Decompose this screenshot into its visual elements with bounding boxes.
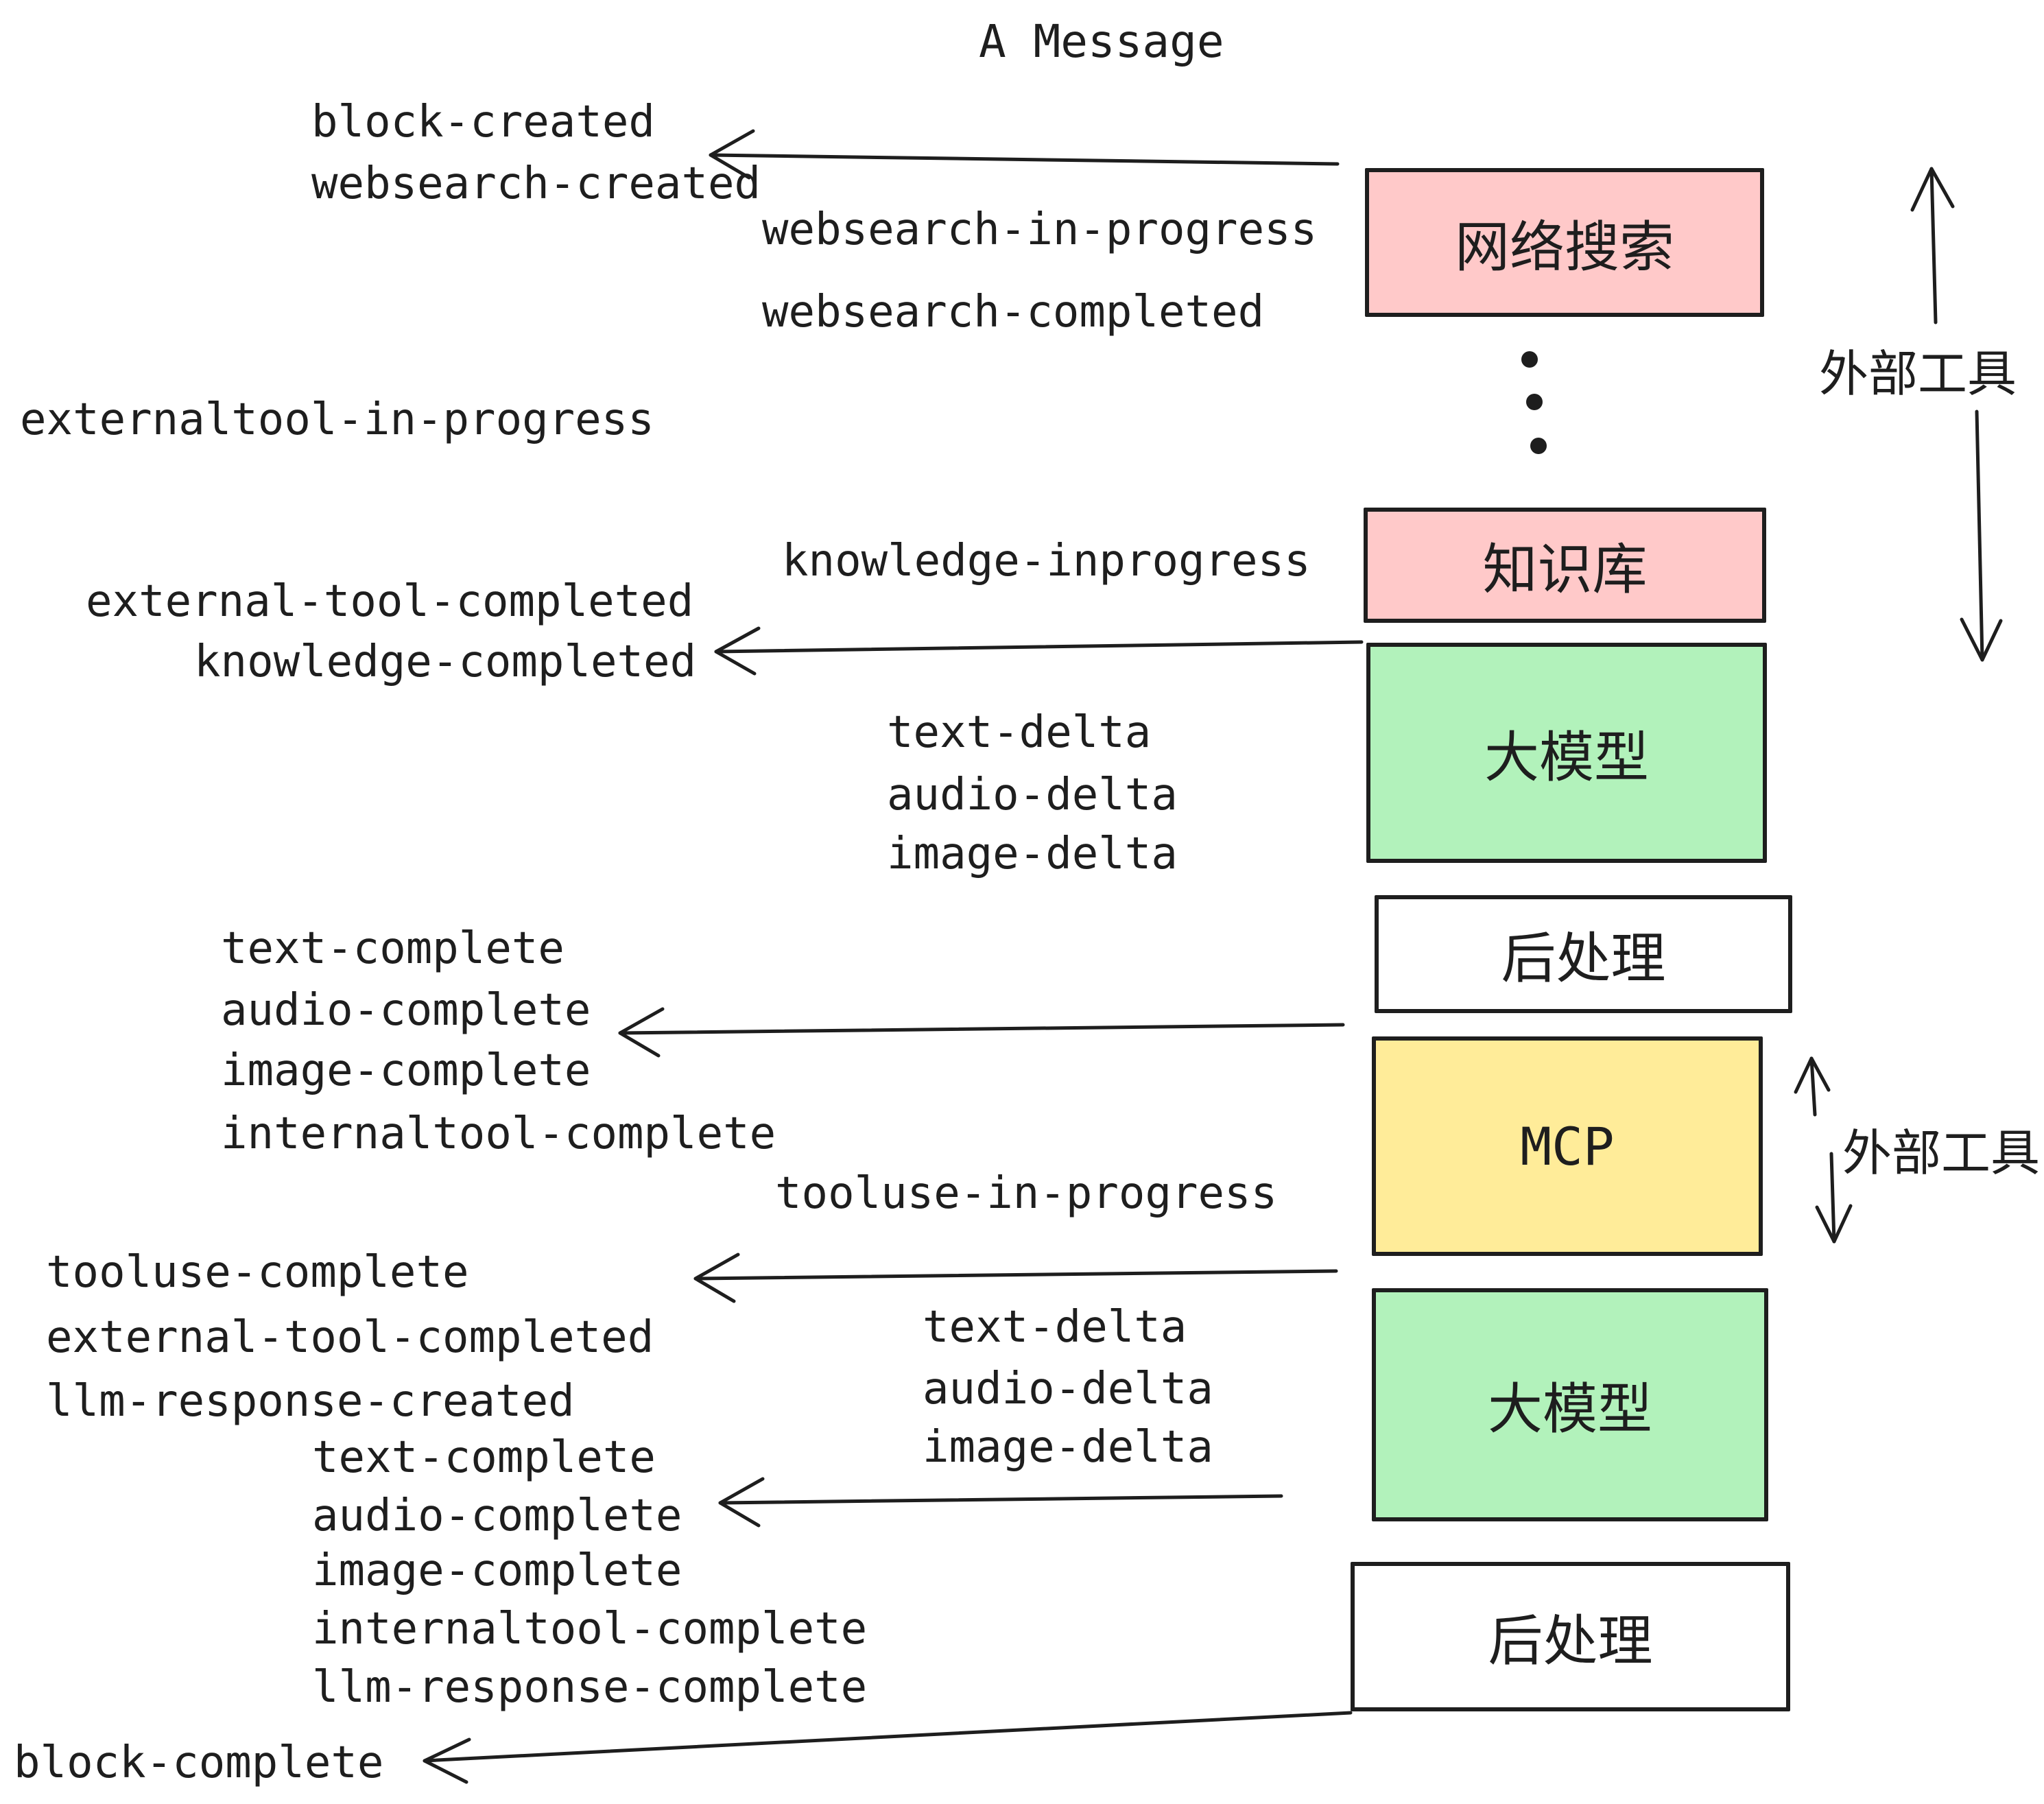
node-postprocess-2-label: 后处理 [1488,1609,1653,1673]
node-llm-2-label: 大模型 [1488,1377,1652,1441]
event-audio-delta-2: audio-delta [923,1364,1213,1414]
diagram-title: A Message [979,15,1224,68]
event-block-complete: block-complete [14,1737,384,1788]
node-llm-2: 大模型 [1372,1288,1768,1521]
node-mcp-label: MCP [1520,1115,1615,1177]
external-tools-top-down-arrow-icon [1960,410,2003,662]
node-knowledge-base-label: 知识库 [1482,538,1648,602]
node-mcp: MCP [1372,1036,1763,1256]
arrow-image-complete-icon [618,1007,1345,1058]
external-tools-top-up-arrow-icon [1910,167,1955,324]
event-text-complete-2: text-complete [312,1432,656,1483]
event-image-complete-1: image-complete [221,1045,591,1096]
arrow-knowledge-completed-icon [714,626,1364,676]
ellipsis-dots-icon [1521,351,1547,454]
node-llm-1-label: 大模型 [1484,725,1649,790]
event-external-tool-completed-2: external-tool-completed [46,1312,654,1363]
event-audio-complete-1: audio-complete [221,985,591,1036]
node-postprocess-1: 后处理 [1375,895,1792,1013]
external-tools-top-label: 外部工具 [1819,345,2017,403]
event-text-delta-1: text-delta [887,707,1152,758]
event-internaltool-complete-2: internaltool-complete [312,1604,868,1654]
event-websearch-created: websearch-created [311,158,761,209]
event-image-complete-2: image-complete [312,1545,682,1596]
event-tooluse-complete: tooluse-complete [46,1247,469,1298]
event-knowledge-completed: knowledge-completed [194,637,697,687]
node-postprocess-2: 后处理 [1351,1562,1790,1711]
arrow-audio-complete-icon [718,1477,1283,1528]
event-llm-response-complete: llm-response-complete [312,1662,868,1713]
event-text-complete-1: text-complete [221,923,565,974]
event-tooluse-in-progress: tooluse-in-progress [775,1168,1278,1219]
external-tools-mid-down-arrow-icon [1815,1152,1853,1244]
event-externaltool-in-progress: externaltool-in-progress [20,394,654,445]
event-image-delta-2: image-delta [923,1422,1213,1473]
event-block-created: block-created [311,97,655,147]
node-websearch-label: 网络搜索 [1455,215,1674,279]
event-audio-complete-2: audio-complete [312,1491,682,1541]
arrow-tooluse-complete-icon [693,1253,1338,1303]
event-image-delta-1: image-delta [887,829,1178,879]
event-audio-delta-1: audio-delta [887,770,1178,820]
node-knowledge-base: 知识库 [1364,508,1766,623]
event-websearch-completed: websearch-completed [762,287,1265,337]
node-llm-1: 大模型 [1366,643,1767,863]
event-internaltool-complete-1: internaltool-complete [221,1108,776,1159]
node-websearch: 网络搜索 [1365,168,1764,317]
event-llm-response-created: llm-response-created [46,1376,575,1427]
node-postprocess-1-label: 后处理 [1501,927,1666,990]
arrow-websearch-created-icon [709,129,1340,180]
event-websearch-in-progress: websearch-in-progress [762,204,1318,255]
external-tools-mid-label: 外部工具 [1842,1124,2041,1182]
arrow-block-complete-icon [423,1711,1353,1784]
event-external-tool-completed-1: external-tool-completed [86,576,694,627]
event-text-delta-2: text-delta [923,1302,1187,1353]
event-knowledge-inprogress: knowledge-inprogress [782,536,1311,586]
external-tools-mid-up-arrow-icon [1794,1056,1831,1117]
